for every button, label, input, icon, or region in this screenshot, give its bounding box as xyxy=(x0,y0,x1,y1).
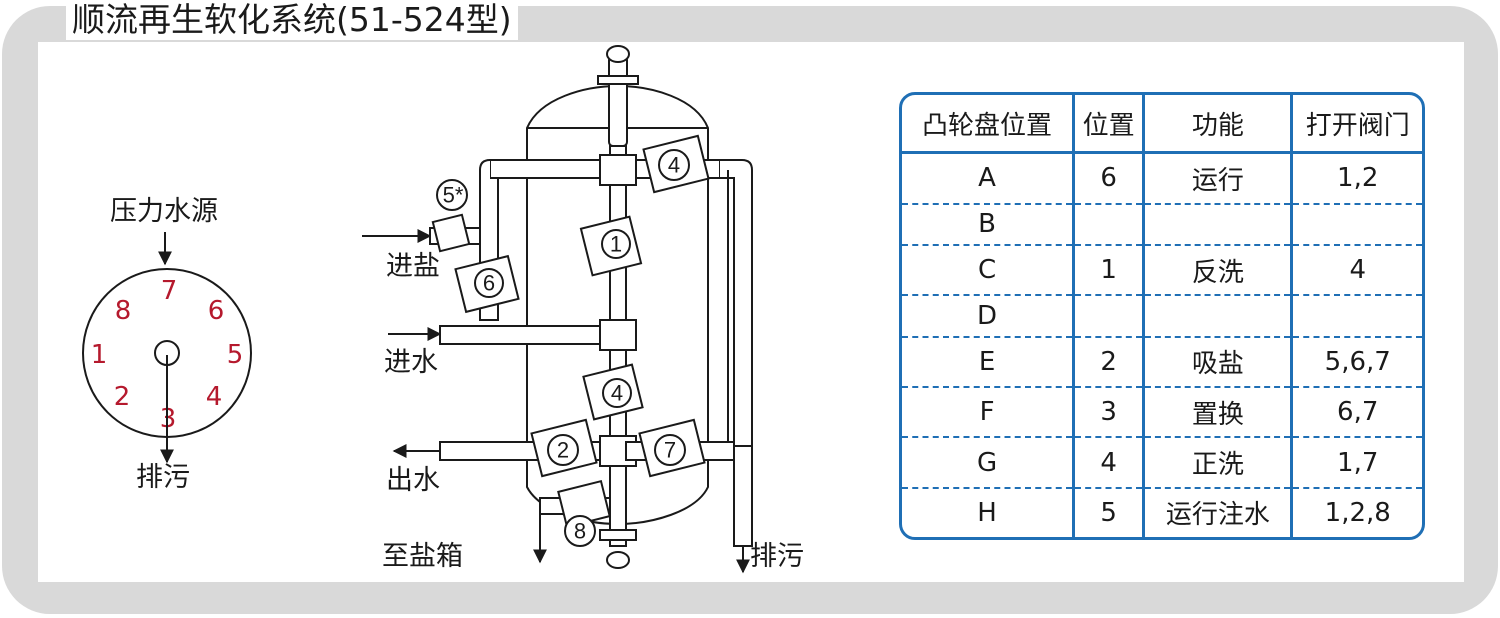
valve-6-number: 6 xyxy=(483,271,495,296)
bottom-flange xyxy=(599,529,637,541)
position-cell: 2 xyxy=(1072,335,1144,388)
dial-position-8: 8 xyxy=(114,296,132,326)
riser-cap xyxy=(606,45,630,63)
column-header-function: 功能 xyxy=(1142,95,1292,154)
valve-1-number: 1 xyxy=(610,232,622,257)
cam-dial: 1 2 3 4 5 6 7 8 xyxy=(82,268,252,438)
valve-4-top xyxy=(642,134,710,194)
dial-position-2: 2 xyxy=(113,382,131,412)
table-row: F 3 置换 6,7 xyxy=(902,386,1422,438)
table-row: C 1 反洗 4 xyxy=(902,243,1422,296)
valve-position-table: 凸轮盘位置 位置 功能 打开阀门 A 6 运行 1,2 B C 1 xyxy=(899,92,1425,540)
position-cell: 5 xyxy=(1072,486,1144,537)
valve-4-lower-number: 4 xyxy=(611,381,623,406)
function-cell xyxy=(1142,202,1292,245)
riser-pipe xyxy=(608,55,628,147)
valve-5-star xyxy=(431,179,471,253)
cam-position-cell: B xyxy=(902,202,1074,245)
valve-5-number: 5* xyxy=(443,183,464,208)
central-pipe-cap xyxy=(606,551,630,569)
top-tee xyxy=(599,154,637,186)
valve-2-number: 2 xyxy=(557,438,569,463)
open-valves-cell: 6,7 xyxy=(1290,386,1422,438)
valve-2 xyxy=(530,418,598,478)
table-row: G 4 正洗 1,7 xyxy=(902,436,1422,488)
function-cell: 运行 xyxy=(1142,152,1292,204)
cam-position-cell: H xyxy=(902,486,1074,537)
open-valves-cell: 1,7 xyxy=(1290,436,1422,488)
water-inlet-label: 进水 xyxy=(384,347,438,378)
dial-position-7: 7 xyxy=(160,276,178,306)
valve-4-lower xyxy=(582,363,644,421)
function-cell: 置换 xyxy=(1142,386,1292,438)
open-valves-cell: 1,2,8 xyxy=(1290,486,1422,537)
right-drain-pipe xyxy=(733,445,753,547)
position-cell: 4 xyxy=(1072,436,1144,488)
dial-drain-label: 排污 xyxy=(136,462,190,493)
open-valves-cell xyxy=(1290,202,1422,245)
water-outlet-label: 出水 xyxy=(386,465,440,496)
valve-4-top-number: 4 xyxy=(668,153,680,178)
function-cell xyxy=(1142,294,1292,337)
dial-position-6: 6 xyxy=(207,296,225,326)
position-cell: 6 xyxy=(1072,152,1144,204)
table-header-row: 凸轮盘位置 位置 功能 打开阀门 xyxy=(902,95,1422,154)
water-inlet-pipe xyxy=(439,325,611,345)
column-header-open-valves: 打开阀门 xyxy=(1290,95,1422,154)
position-cell: 1 xyxy=(1072,243,1144,296)
drain-label: 排污 xyxy=(750,541,804,572)
valve-8-number: 8 xyxy=(574,519,586,544)
table-row: E 2 吸盐 5,6,7 xyxy=(902,335,1422,388)
valve-8 xyxy=(557,480,611,547)
table-row: H 5 运行注水 1,2,8 xyxy=(902,486,1422,537)
pressure-source-label: 压力水源 xyxy=(110,196,218,227)
position-cell xyxy=(1072,294,1144,337)
cam-position-cell: E xyxy=(902,335,1074,388)
position-cell: 3 xyxy=(1072,386,1144,438)
open-valves-cell: 1,2 xyxy=(1290,152,1422,204)
dial-position-4: 4 xyxy=(205,382,223,412)
cam-position-cell: C xyxy=(902,243,1074,296)
cam-position-cell: D xyxy=(902,294,1074,337)
function-cell: 正洗 xyxy=(1142,436,1292,488)
table-row: B xyxy=(902,202,1422,245)
right-riser-pipe xyxy=(720,159,753,447)
cam-position-cell: A xyxy=(978,163,996,194)
function-cell: 吸盐 xyxy=(1142,335,1292,388)
valve-6 xyxy=(454,254,520,314)
dial-position-1: 1 xyxy=(90,340,108,370)
table-row: D xyxy=(902,294,1422,337)
column-header-cam-position: 凸轮盘位置 xyxy=(902,95,1074,154)
open-valves-cell: 4 xyxy=(1290,243,1422,296)
cam-position-cell: F xyxy=(902,386,1074,438)
cam-position-cell: G xyxy=(902,436,1074,488)
riser-flange xyxy=(597,75,639,85)
open-valves-cell xyxy=(1290,294,1422,337)
function-cell: 运行注水 xyxy=(1142,486,1292,537)
column-header-position: 位置 xyxy=(1072,95,1144,154)
function-cell: 反洗 xyxy=(1142,243,1292,296)
inlet-tee xyxy=(599,319,637,351)
valve-1 xyxy=(579,215,643,277)
page-title: 顺流再生软化系统(51-524型) xyxy=(66,0,518,40)
brine-inlet-label: 进盐 xyxy=(386,251,440,282)
valve-7-number: 7 xyxy=(664,438,676,463)
dial-position-5: 5 xyxy=(226,340,244,370)
to-brine-tank-label: 至盐箱 xyxy=(382,541,463,572)
position-cell xyxy=(1072,202,1144,245)
table-row: A 6 运行 1,2 xyxy=(902,152,1422,204)
valve-7 xyxy=(638,418,706,478)
open-valves-cell: 5,6,7 xyxy=(1290,335,1422,388)
